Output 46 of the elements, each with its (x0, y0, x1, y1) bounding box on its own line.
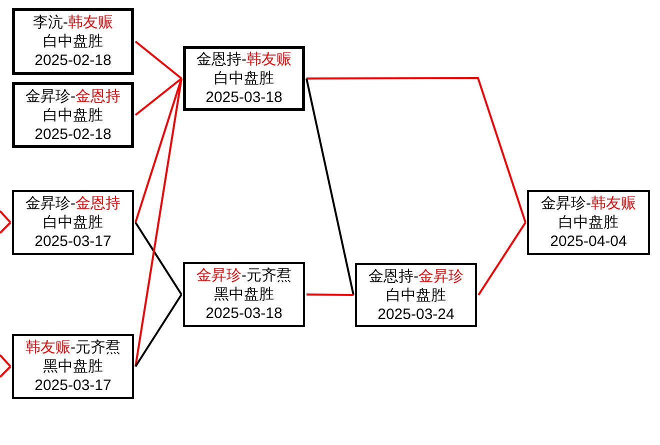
player-names: 金昇珍-元齐焄 (196, 266, 292, 285)
bracket-line (134, 78, 182, 223)
player-names: 金昇珍-金恩持 (26, 86, 120, 106)
match-box (12, 190, 134, 255)
player-names: 金昇珍-金恩持 (26, 194, 120, 213)
match-box (183, 46, 305, 111)
date-text: 2025-02-18 (34, 51, 112, 70)
match-box (527, 190, 650, 255)
bracket-line (134, 78, 182, 367)
date-text: 2025-03-17 (34, 376, 112, 395)
date-text: 2025-02-18 (34, 124, 112, 144)
result-text: 黑中盘胜 (214, 285, 274, 304)
player-names: 金恩持-金昇珍 (368, 266, 464, 286)
result-text: 白中盘胜 (558, 213, 618, 232)
match-box (12, 8, 134, 75)
bracket-line (0, 210, 12, 224)
bracket-line (0, 366, 12, 378)
bracket-line (0, 222, 12, 234)
result-text: 白中盘胜 (43, 106, 103, 124)
match-box (183, 262, 305, 327)
date-text: 2025-03-17 (34, 232, 112, 251)
result-text: 白中盘胜 (43, 32, 103, 51)
result-text: 白中盘胜 (214, 69, 274, 88)
bracket-line (134, 40, 182, 80)
date-text: 2025-03-18 (206, 88, 282, 107)
bracket-line (306, 77, 526, 223)
player-names: 李沆-韩友赈 (33, 13, 113, 32)
bracket-line (134, 222, 182, 296)
bracket-line (306, 294, 354, 296)
bracket-line (134, 78, 182, 116)
match-box (355, 263, 477, 327)
result-text: 白中盘胜 (386, 286, 446, 304)
date-text: 2025-03-18 (206, 304, 282, 323)
date-text: 2025-03-24 (378, 304, 454, 324)
match-box (12, 334, 134, 399)
result-text: 白中盘胜 (43, 213, 103, 232)
player-names: 金昇珍-韩友赈 (541, 194, 636, 213)
match-box (12, 82, 134, 148)
date-text: 2025-04-04 (550, 232, 627, 251)
player-names: 金恩持-韩友赈 (196, 50, 292, 69)
bracket-line (134, 294, 182, 368)
player-names: 韩友赈-元齐焄 (26, 338, 120, 357)
bracket-line (0, 354, 12, 368)
result-text: 黑中盘胜 (43, 357, 103, 376)
bracket-line (478, 222, 526, 296)
bracket-line (306, 78, 354, 296)
